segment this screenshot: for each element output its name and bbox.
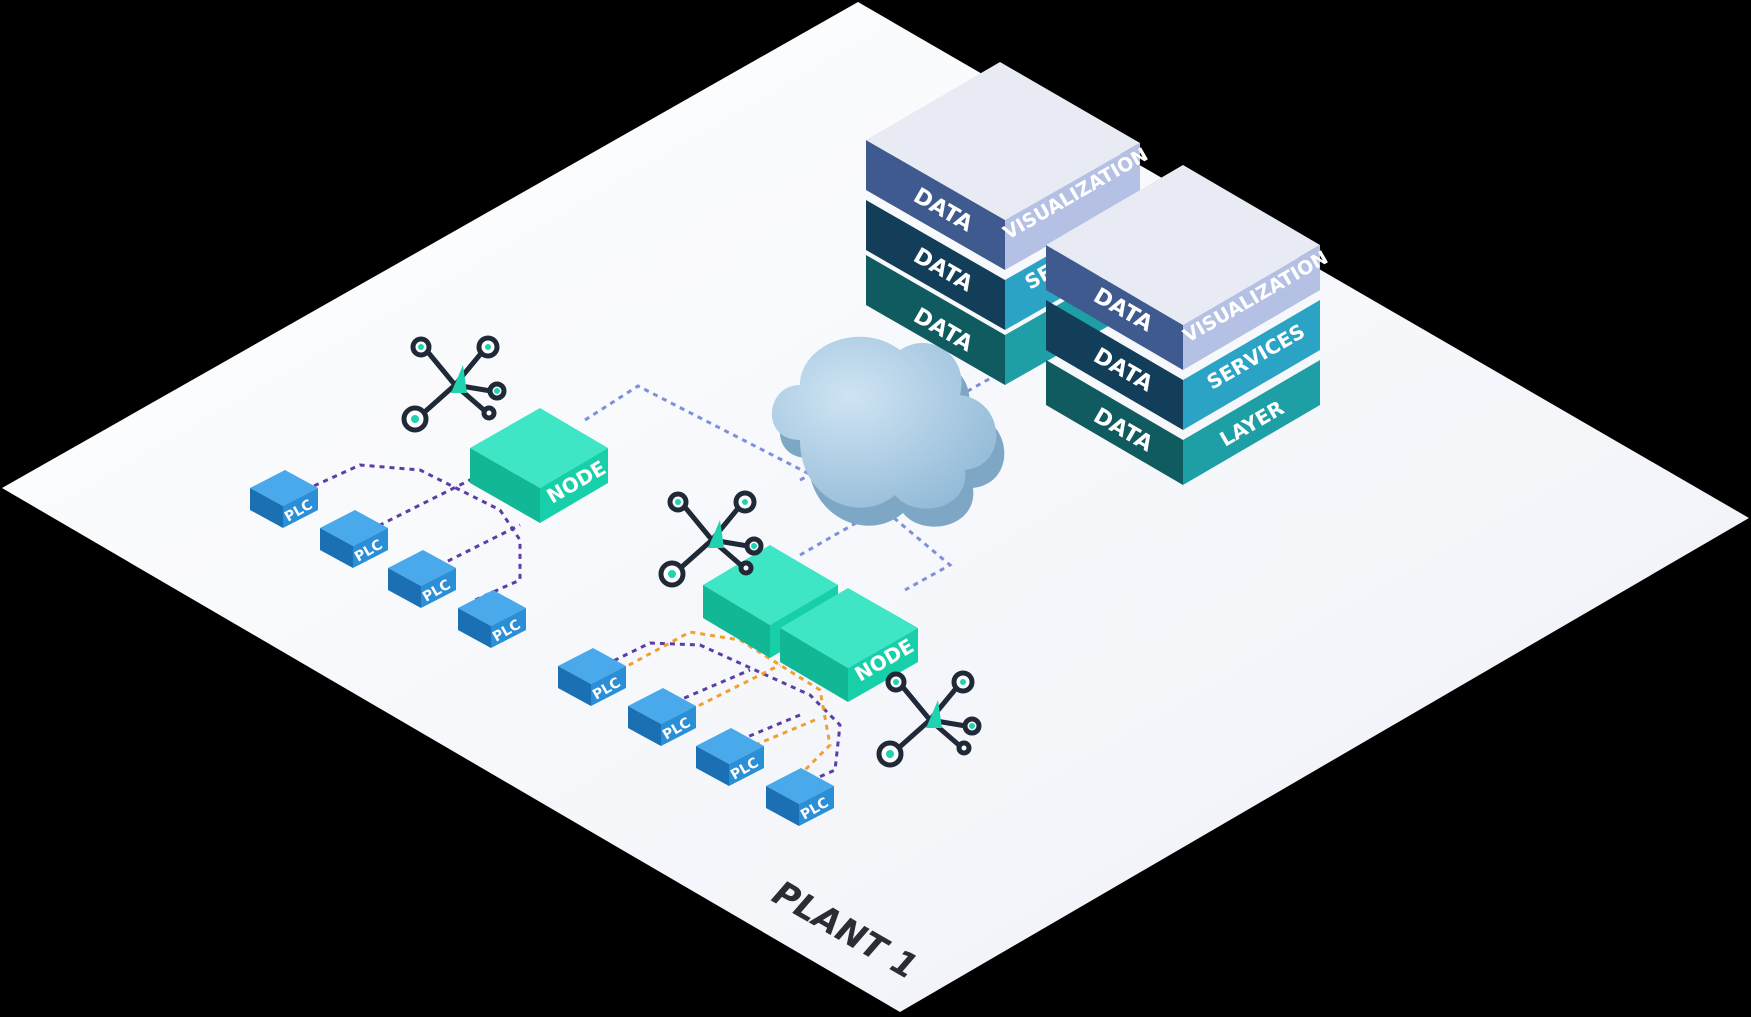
link-plc-group1-c [429, 523, 521, 572]
link-plc-group2-c [739, 713, 801, 742]
node-box-1: NODE [470, 408, 610, 523]
plc-box: PLC [458, 590, 526, 648]
link-plc-group2-a [604, 641, 842, 792]
hub-icon [876, 670, 982, 768]
plc-box: PLC [696, 728, 764, 786]
node-box-3: NODE [780, 588, 918, 702]
hub-icon [658, 490, 764, 588]
link-plc-group1-b [369, 473, 481, 532]
link-plc-group2-orange-b [689, 663, 781, 712]
plc-box: PLC [250, 470, 318, 528]
link-plc-group2-orange-c [754, 718, 816, 747]
link-node1-cloud [584, 384, 861, 502]
data-stack-secondary: DATA VISUALIZATION DATA SERVICES DATA LA… [1046, 165, 1332, 485]
cloud-icon [771, 336, 1005, 527]
plc-box: PLC [628, 688, 696, 746]
link-plc-group2-b [674, 668, 751, 704]
hub-icon [401, 335, 507, 433]
link-plc-group1-a [304, 463, 522, 602]
